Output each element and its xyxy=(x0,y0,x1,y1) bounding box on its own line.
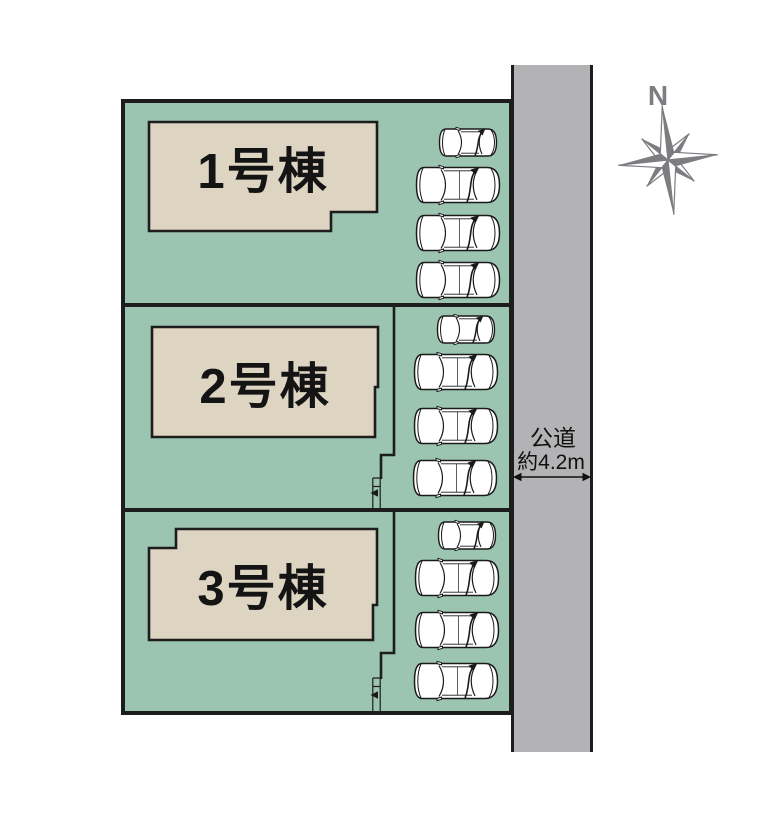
car-icon xyxy=(413,660,499,702)
car-icon xyxy=(413,405,499,447)
road-type-label: 公道 xyxy=(530,425,576,451)
car-icon xyxy=(412,457,498,499)
building-2-label: 2号棟 xyxy=(199,359,331,414)
car-icon xyxy=(414,609,500,651)
car-icon xyxy=(415,212,501,254)
building-3-shape xyxy=(147,527,379,642)
entrance-arrow-icon xyxy=(370,489,378,497)
road-width-arrow-icon xyxy=(513,472,591,482)
road-width-label: 約4.2m xyxy=(517,451,585,474)
car-icon xyxy=(437,519,497,552)
building-3-label: 3号棟 xyxy=(197,562,329,616)
lot-3-inner-boundary xyxy=(379,511,396,679)
car-icon xyxy=(438,126,498,159)
car-icon xyxy=(413,351,499,393)
compass-north-label: N xyxy=(647,80,669,111)
entrance-arrow-icon xyxy=(370,691,378,699)
lot-2-inner-boundary xyxy=(379,306,396,479)
building-1-shape xyxy=(147,120,379,233)
compass-rose-icon xyxy=(618,105,718,215)
building-2-shape xyxy=(150,325,380,439)
car-icon xyxy=(415,164,501,206)
road-area xyxy=(512,65,592,752)
car-icon xyxy=(436,313,496,346)
car-icon xyxy=(414,557,500,599)
car-icon xyxy=(415,259,501,301)
building-1-label: 1号棟 xyxy=(197,144,329,199)
